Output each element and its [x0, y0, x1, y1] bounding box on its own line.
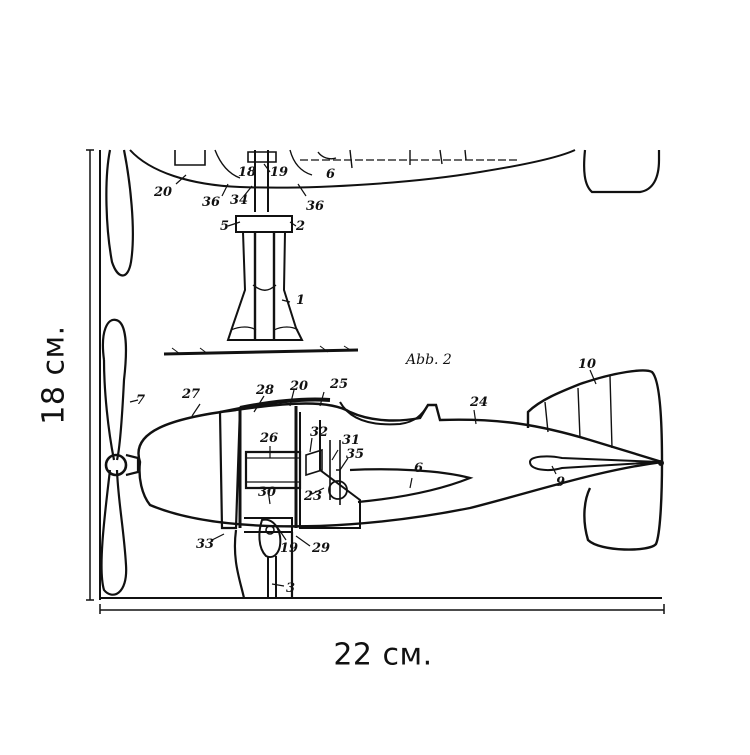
- label-9: 9: [556, 475, 565, 490]
- label-33: 33: [196, 537, 214, 552]
- wing: [349, 468, 474, 504]
- fuselage-outline: [137, 402, 663, 528]
- picture-frame: [99, 150, 662, 600]
- tail-pivot: [658, 460, 664, 466]
- top-propeller-blade: [105, 149, 134, 277]
- width-dimension-label: 22 см.: [333, 637, 433, 673]
- label-28: 28: [255, 383, 274, 398]
- label-26: 26: [259, 431, 278, 446]
- label-20-top: 20: [153, 185, 172, 200]
- label-10: 10: [578, 357, 596, 372]
- label-35: 35: [346, 447, 364, 462]
- landing-strut: [233, 517, 294, 599]
- propeller: [100, 318, 140, 596]
- label-1: 1: [296, 293, 305, 308]
- label-18: 18: [238, 165, 256, 180]
- label-24: 24: [469, 395, 488, 410]
- leader-lines: [129, 163, 597, 587]
- vertical-tail: [526, 369, 664, 463]
- label-6-top: 6: [326, 167, 335, 182]
- horizontal-stabilizer: [583, 461, 664, 551]
- label-20b: 20: [289, 379, 308, 394]
- label-23: 23: [303, 489, 322, 504]
- height-dimension-label: 18 см.: [36, 325, 72, 425]
- label-36: 36: [202, 195, 220, 210]
- tail-rib-lines: [544, 375, 613, 449]
- label-3: 3: [286, 581, 295, 596]
- label-19-top: 19: [270, 165, 288, 180]
- label-30: 30: [258, 485, 276, 500]
- strut-pylon: [226, 215, 304, 341]
- top-tail-fin: [583, 149, 661, 194]
- label-27: 27: [181, 387, 200, 402]
- label-6: 6: [414, 461, 423, 476]
- label-19: 19: [280, 541, 298, 556]
- label-31: 31: [342, 433, 360, 448]
- top-fuselage: [129, 149, 576, 212]
- height-dimension-line: [86, 149, 94, 601]
- label-5: 5: [220, 219, 229, 234]
- ground-hatch: [171, 345, 353, 355]
- cockpit-line: [339, 401, 429, 426]
- label-36b: 36: [306, 199, 324, 214]
- label-25: 25: [329, 377, 348, 392]
- figure-label: Abb. 2: [404, 352, 452, 368]
- ground-line: [163, 348, 359, 356]
- width-dimension-line: [99, 604, 665, 614]
- label-2: 2: [295, 219, 305, 234]
- label-32: 32: [310, 425, 328, 440]
- label-29: 29: [311, 541, 330, 556]
- label-34: 34: [230, 193, 248, 208]
- label-7: 7: [136, 393, 145, 408]
- elevator-control: [528, 455, 661, 471]
- engine-block: [218, 397, 361, 530]
